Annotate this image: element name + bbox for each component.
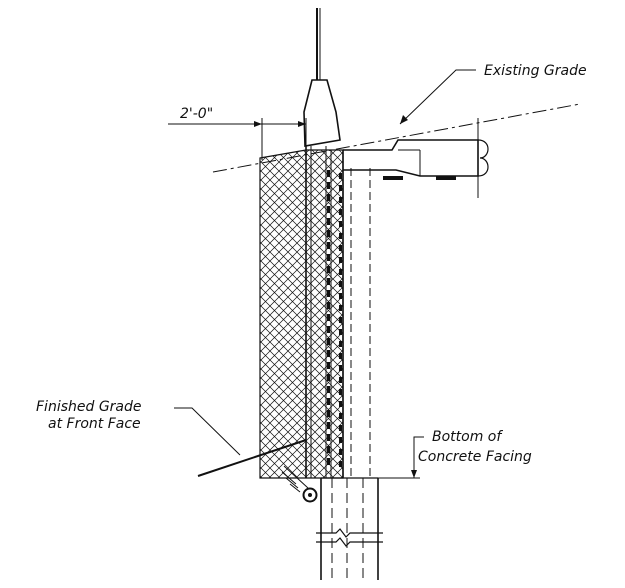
anchor-strap [327,374,330,381]
anchor-strap [327,326,330,333]
bottom-facing-label-2: Concrete Facing [418,449,532,465]
anchor-strap [327,350,330,357]
anchor-strap [339,173,342,179]
anchor-strap [327,170,330,177]
anchor-strap [339,305,342,311]
anchor-strap [327,242,330,249]
anchor-strap [327,182,330,189]
anchor-strap [339,257,342,263]
dimension-2ft [168,118,307,160]
anchor-strap [339,461,342,467]
anchor-strap [339,413,342,419]
anchor-strap [339,437,342,443]
anchor-strap [327,386,330,393]
anchor-strap [327,314,330,321]
facing-wall [305,146,344,478]
anchor-strap [327,278,330,285]
anchor-strap [339,197,342,203]
finished-grade-leader [174,407,307,477]
anchor-strap [327,410,330,417]
anchor-strap [339,293,342,299]
bottom-facing-label-1: Bottom of [432,429,503,445]
anchor-straps [327,170,342,467]
anchor-strap [327,458,330,465]
anchor-strap [339,353,342,359]
anchor-strap [327,302,330,309]
existing-grade-label: Existing Grade [484,63,587,79]
drain-pipe [302,487,318,503]
anchor-strap [339,245,342,251]
anchor-strap [327,434,330,441]
anchor-strap [339,449,342,455]
anchor-strap [327,206,330,213]
bottom-facing-leader [378,436,424,479]
anchor-strap [339,425,342,431]
anchor-strap [339,401,342,407]
anchor-strap [327,266,330,273]
anchor-strap [327,254,330,261]
facing-dashed-lines [350,168,371,478]
deck-slab [343,118,489,198]
anchor-strap [327,422,330,429]
anchor-strap [327,362,330,369]
anchor-strap [339,269,342,275]
anchor-strap [339,281,342,287]
anchor-strap [339,341,342,347]
top-post [316,8,321,80]
anchor-strap [339,317,342,323]
anchor-strap [339,185,342,191]
existing-grade-line [212,103,581,173]
anchor-strap [327,290,330,297]
anchor-strap [339,209,342,215]
pile [316,477,383,580]
anchor-strap [339,389,342,395]
finished-grade-label-1: Finished Grade [36,399,142,415]
dimension-label: 2'-0" [180,106,213,122]
anchor-strap [327,446,330,453]
anchor-strap [339,233,342,239]
anchor-strap [327,218,330,225]
anchor-strap [327,398,330,405]
anchor-strap [339,365,342,371]
anchor-strap [327,194,330,201]
finished-grade-label-2: at Front Face [48,416,141,432]
existing-grade-leader [399,69,476,125]
anchor-strap [327,230,330,237]
anchor-strap [327,338,330,345]
anchor-strap [339,221,342,227]
base-ground [281,465,309,493]
barrier-cap [303,79,341,147]
anchor-strap [339,377,342,383]
anchor-strap [339,329,342,335]
